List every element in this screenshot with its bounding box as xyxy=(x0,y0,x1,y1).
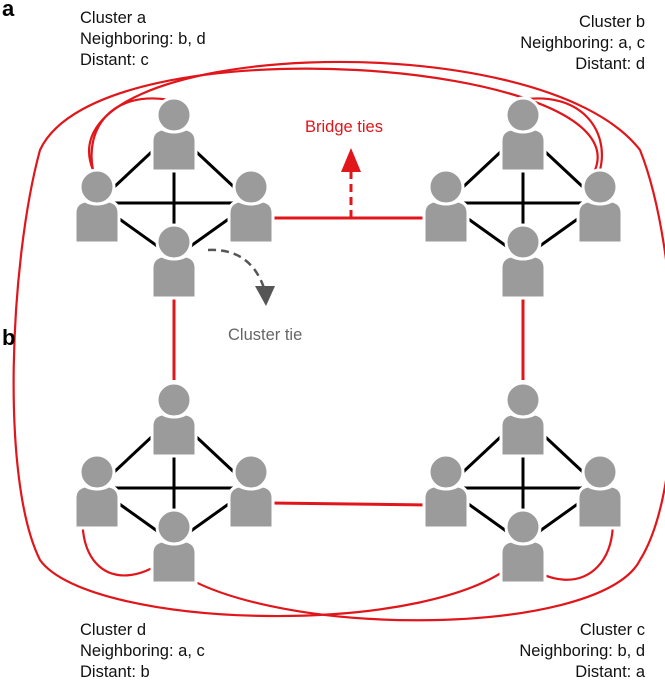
cluster-title: Cluster a xyxy=(80,9,147,27)
bridge-tie-b-right xyxy=(519,97,603,171)
cluster-distant: Distant: a xyxy=(575,663,645,681)
bridge-tie-a-left xyxy=(90,97,171,171)
person-icon xyxy=(150,508,198,585)
bridge-tie-b-d xyxy=(12,67,599,618)
bridge-ties-label: Bridge ties xyxy=(305,118,383,136)
person-icon xyxy=(150,96,198,173)
person-icon xyxy=(499,223,547,300)
person-icon xyxy=(73,453,121,530)
cluster-title: Cluster d xyxy=(80,621,147,639)
person-icon xyxy=(150,381,198,458)
cluster-tie-label: Cluster tie xyxy=(228,326,303,344)
person-icon xyxy=(227,453,275,530)
cluster-d-caption: Cluster d Neighboring: a, c Distant: b xyxy=(80,620,205,683)
person-icon xyxy=(499,508,547,585)
cluster-c-caption: Cluster c Neighboring: b, d Distant: a xyxy=(519,620,645,683)
cluster-d xyxy=(73,381,275,585)
cluster-c xyxy=(422,381,624,585)
person-icon xyxy=(73,168,121,245)
arrow-up-dashed-icon xyxy=(341,148,361,218)
bridge-tie-d-c xyxy=(269,501,431,507)
cluster-b xyxy=(422,96,624,300)
cluster-b-caption: Cluster b Neighboring: a, c Distant: d xyxy=(520,12,645,75)
cluster-neighboring: Neighboring: a, c xyxy=(80,642,205,660)
cluster-neighboring: Neighboring: b, d xyxy=(80,30,206,48)
cluster-a xyxy=(73,96,275,300)
person-icon xyxy=(576,168,624,245)
cluster-a-caption: Cluster a Neighboring: b, d Distant: c xyxy=(80,8,206,71)
cluster-title: Cluster b xyxy=(578,13,645,31)
cluster-title: Cluster c xyxy=(579,621,645,639)
bridge-tie-a-c xyxy=(88,60,665,622)
cluster-neighboring: Neighboring: a, c xyxy=(520,34,645,52)
cluster-distant: Distant: c xyxy=(80,51,149,69)
person-icon xyxy=(422,168,470,245)
person-icon xyxy=(499,96,547,173)
panel-label-b: b xyxy=(2,325,16,350)
person-icon xyxy=(576,453,624,530)
person-icon xyxy=(227,168,275,245)
person-icon xyxy=(499,381,547,458)
curved-arrow-dashed-icon xyxy=(207,248,275,306)
cluster-distant: Distant: d xyxy=(575,55,645,73)
panel-label-a: a xyxy=(2,0,15,21)
person-icon xyxy=(150,223,198,300)
person-icon xyxy=(422,453,470,530)
cluster-neighboring: Neighboring: b, d xyxy=(519,642,645,660)
cluster-distant: Distant: b xyxy=(80,663,150,681)
